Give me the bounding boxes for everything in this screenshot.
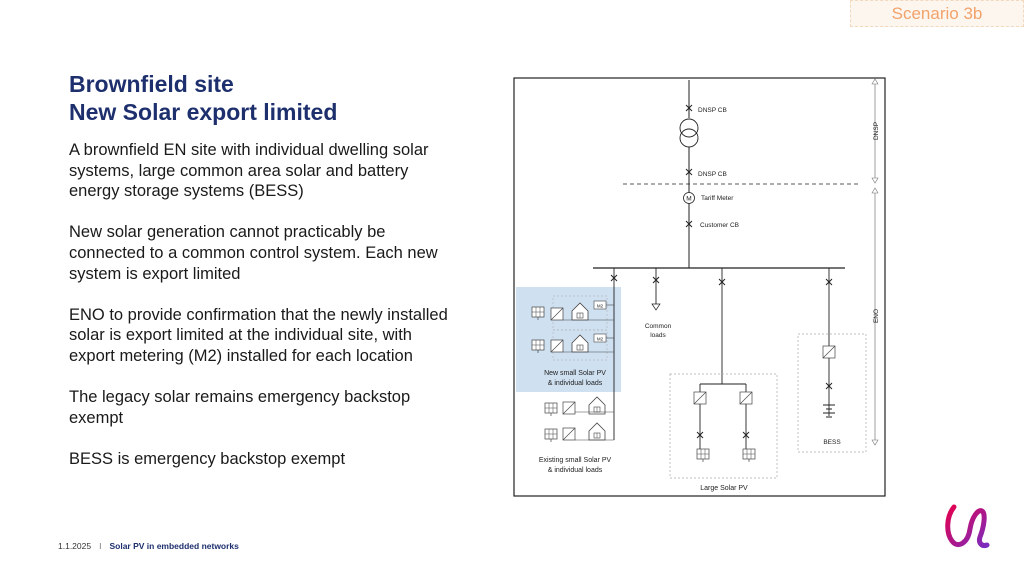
- new-dwelling-1: M2: [531, 295, 614, 331]
- new-solar-label-1: New small Solar PV: [544, 370, 606, 377]
- footer-date: 1.1.2025: [58, 541, 92, 551]
- new-dwelling-2: M2: [531, 329, 614, 361]
- new-dwelling-2-inverter-icon: [550, 339, 564, 353]
- existing-dwelling-1: [544, 396, 614, 417]
- large-solar-label: Large Solar PV: [700, 485, 748, 492]
- m2-meter-1-label: M2: [597, 304, 604, 309]
- scenario-tag: Scenario 3b: [850, 0, 1024, 27]
- scenario-label: Scenario 3b: [891, 3, 983, 23]
- bess-inverter-icon: [822, 345, 836, 359]
- footer: 1.1.2025 I Solar PV in embedded networks: [58, 541, 239, 551]
- paragraph-intro: A brownfield EN site with individual dwe…: [69, 141, 429, 201]
- customer-cb-label: Customer CB: [700, 222, 739, 229]
- bess-label: BESS: [823, 439, 841, 446]
- common-loads-label-1: Common: [645, 323, 672, 330]
- new-solar-label-2: & individual loads: [548, 380, 603, 387]
- dnsp-label: DNSP: [873, 122, 880, 140]
- paragraph-legacy: The legacy solar remains emergency backs…: [69, 388, 411, 427]
- dnsp-arrow-bottom-icon: [871, 177, 879, 184]
- existing-solar-label-1: Existing small Solar PV: [539, 457, 612, 464]
- m2-meter-2-label: M2: [597, 337, 604, 342]
- load-arrow-icon: [651, 303, 661, 311]
- eno-arrow-bottom-icon: [871, 439, 879, 446]
- footer-topic: Solar PV in embedded networks: [109, 541, 239, 551]
- meter-symbol: M: [686, 196, 691, 203]
- transformer-icon: [679, 118, 699, 138]
- tariff-meter-label: Tariff Meter: [701, 195, 734, 202]
- existing-dwelling-2-inverter-icon: [562, 427, 576, 441]
- brand-logo-icon: [945, 504, 990, 548]
- paragraph-new-solar: New solar generation cannot practicably …: [69, 223, 438, 283]
- existing-dwelling-2: [544, 422, 614, 443]
- footer-separator: I: [99, 541, 102, 551]
- title-line-2: New Solar export limited: [69, 99, 338, 125]
- paragraph-bess: BESS is emergency backstop exempt: [69, 449, 346, 468]
- large-solar-inverter-2-icon: [739, 391, 753, 405]
- eno-label: ENO: [873, 309, 880, 323]
- page-title: Brownfield site New Solar export limited: [69, 70, 337, 126]
- dnsp-cb-bottom-label: DNSP CB: [698, 171, 727, 178]
- common-loads-label-2: loads: [650, 332, 666, 339]
- title-line-1: Brownfield site: [69, 71, 234, 97]
- paragraph-eno: ENO to provide confirmation that the new…: [69, 305, 448, 365]
- new-dwelling-1-inverter-icon: [550, 307, 564, 321]
- bess-boundary: [797, 333, 867, 453]
- eno-arrow-top-icon: [871, 187, 879, 194]
- dnsp-arrow-top-icon: [871, 78, 879, 85]
- large-solar-inverter-1-icon: [693, 391, 707, 405]
- large-solar-boundary: [669, 373, 778, 479]
- description: A brownfield EN site with individual dwe…: [69, 140, 459, 490]
- existing-dwelling-1-inverter-icon: [562, 401, 576, 415]
- battery-icon: [823, 404, 835, 418]
- dnsp-cb-top-label: DNSP CB: [698, 107, 727, 114]
- existing-solar-label-2: & individual loads: [548, 467, 603, 474]
